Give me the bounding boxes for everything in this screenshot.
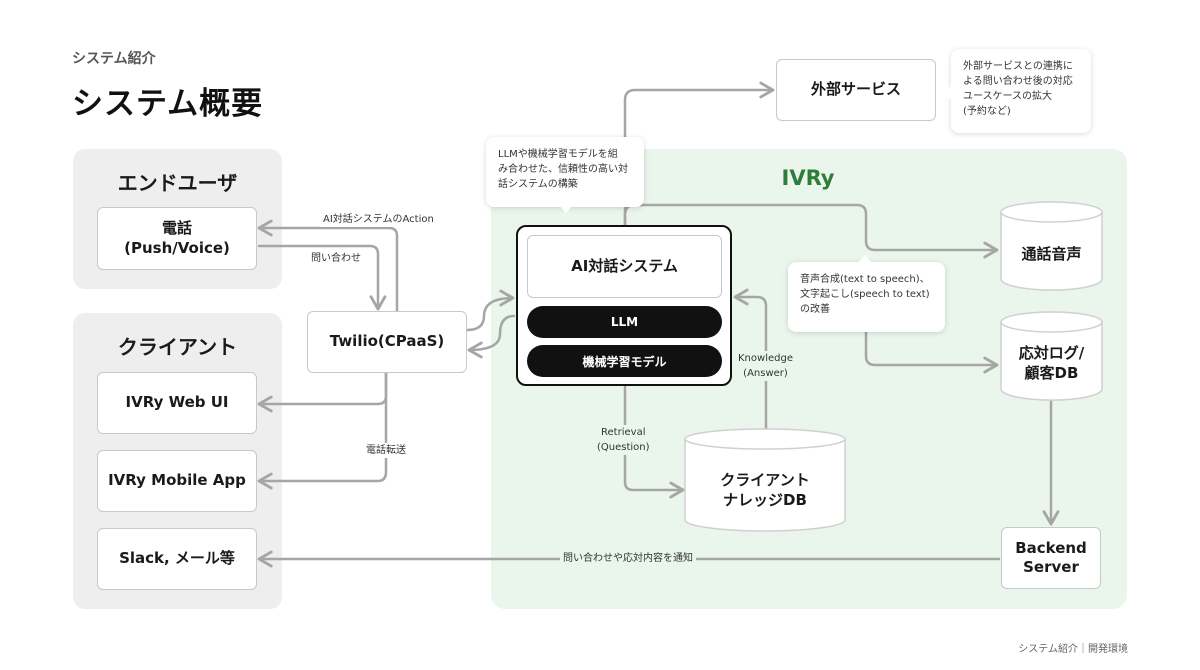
- speech-note-line2: 文字起こし(speech to text): [800, 289, 930, 300]
- knowledge-edge-label: Knowledge (Answer): [735, 351, 796, 381]
- page-title: システム概要: [72, 86, 264, 122]
- edge-retrieval: [623, 384, 685, 499]
- web-ui-node: IVRy Web UI: [97, 372, 257, 434]
- speech-note-line1: 音声合成(text to speech)、: [800, 274, 930, 285]
- client-title: クライアント: [117, 335, 238, 359]
- footer-text: システム紹介｜開発環境: [1018, 644, 1128, 655]
- external-note-line2: よる問い合わせ後の対応: [963, 76, 1073, 87]
- mobile-app-node: IVRy Mobile App: [97, 450, 257, 512]
- action-edge-label: AI対話システムのAction: [320, 212, 437, 227]
- llm-note-pointer: [559, 205, 573, 213]
- edge-twilio-ai-upper: [465, 289, 515, 332]
- knowledge-db-cylinder: [684, 428, 846, 532]
- retrieval-edge-label: Retrieval (Question): [594, 425, 653, 455]
- llm-note-line2: み合わせた、信頼性の高い対: [498, 164, 628, 175]
- log-db-label: 応対ログ/ 顧客DB: [1000, 330, 1103, 396]
- edge-ai-logdb: [864, 328, 999, 374]
- external-note-callout: 外部サービスとの連携に よる問い合わせ後の対応 ユースケースの拡大 (予約など): [951, 49, 1091, 133]
- knowledge-db-line1: クライアント: [720, 470, 810, 489]
- ai-system-node: AI対話システム: [527, 235, 722, 298]
- phone-label: 電話: [161, 219, 192, 237]
- speech-note-line3: の改善: [800, 304, 830, 315]
- backend-line1: Backend: [1015, 538, 1087, 557]
- retrieval-line2: (Question): [597, 442, 650, 453]
- log-db-line2: 顧客DB: [1024, 364, 1079, 382]
- twilio-node: Twilio(CPaaS): [307, 311, 467, 373]
- retrieval-line1: Retrieval: [601, 427, 646, 438]
- slack-mail-node: Slack, メール等: [97, 528, 257, 590]
- phone-sublabel: (Push/Voice): [124, 238, 230, 257]
- knowledge-db-line2: ナレッジDB: [723, 491, 807, 509]
- edge-inquiry: [257, 244, 387, 311]
- log-db-cylinder: [1000, 311, 1103, 401]
- llm-note-line3: 話システムの構築: [498, 179, 578, 190]
- transfer-edge-label: 電話転送: [363, 443, 409, 458]
- llm-note-line1: LLMや機械学習モデルを組: [498, 149, 618, 160]
- llm-pill: LLM: [527, 306, 722, 338]
- knowledge-line1: Knowledge: [738, 353, 793, 364]
- edge-ai-audio: [623, 203, 999, 259]
- external-note-line3: ユースケースの拡大: [963, 91, 1052, 102]
- edge-twilio-ai-lower: [467, 314, 516, 359]
- speech-note-callout: 音声合成(text to speech)、 文字起こし(speech to te…: [788, 262, 945, 332]
- log-db-line1: 応対ログ/: [1018, 343, 1085, 362]
- edge-action: [257, 219, 399, 313]
- external-note-line4: (予約など): [963, 106, 1011, 117]
- edge-knowledge: [733, 288, 768, 430]
- phone-node: 電話 (Push/Voice): [97, 207, 257, 270]
- end-user-title: エンドユーザ: [117, 171, 238, 195]
- edge-twilio-web: [257, 371, 388, 413]
- knowledge-db-label: クライアント ナレッジDB: [684, 450, 846, 530]
- external-note-pointer: [943, 86, 951, 100]
- external-note-line1: 外部サービスとの連携に: [963, 61, 1073, 72]
- edge-ai-external: [623, 81, 775, 227]
- section-subtitle: システム紹介: [72, 51, 156, 67]
- edge-transfer: [257, 371, 388, 490]
- inquiry-edge-label: 問い合わせ: [308, 251, 364, 266]
- backend-line2: Server: [1023, 558, 1079, 576]
- knowledge-line2: (Answer): [743, 368, 788, 379]
- external-service-node: 外部サービス: [776, 59, 936, 121]
- backend-server-node: Backend Server: [1001, 527, 1101, 589]
- ivry-title: IVRy: [781, 166, 835, 190]
- llm-note-callout: LLMや機械学習モデルを組 み合わせた、信頼性の高い対 話システムの構築: [486, 137, 644, 207]
- call-audio-cylinder: [1000, 201, 1103, 291]
- notify-edge-label: 問い合わせや応対内容を通知: [560, 551, 696, 566]
- speech-note-pointer: [858, 255, 872, 263]
- call-audio-label: 通話音声: [1021, 244, 1082, 263]
- ml-model-pill: 機械学習モデル: [527, 345, 722, 377]
